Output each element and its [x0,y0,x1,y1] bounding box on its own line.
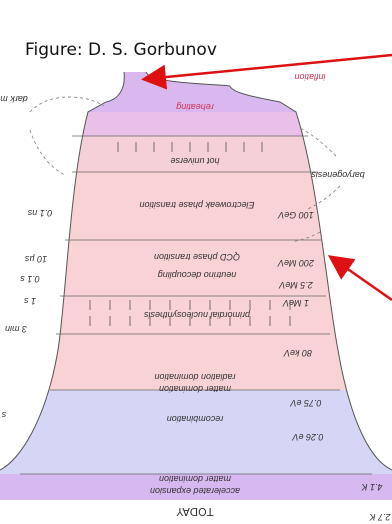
label-baryogenesis: baryogenesis [311,170,365,180]
label-t-1s: 1 s [24,296,37,306]
red-arrow-200mev [332,258,392,300]
label-e-200mev: 200 MeV [277,258,315,268]
label-e-27k: 2.7 K [368,512,391,522]
label-inflation: inflation [294,72,325,82]
label-hot-universe: hot universe [170,156,219,166]
label-accelerated-expansion: accelerated expansion [150,486,240,496]
label-bbn: primordial nucleosynthesis [143,310,251,320]
label-matter-domination-1: matter domination [159,384,231,394]
label-t-10us: 10 µs [24,254,47,264]
label-recombination: recombination [167,414,224,424]
label-neutrino-decoupling: neutrino decoupling [158,270,237,280]
label-t-01s: 0.1 s [20,274,40,284]
band-reheating [0,112,392,136]
label-matter-domination-2: matter domination [159,474,231,484]
left-labels: dark m 0.1 ns 10 µs 0.1 s 1 s 3 min s [0,94,52,420]
label-e-41k: 4.1 K [360,482,382,492]
label-inflation-bell: reheating [176,102,214,112]
label-ew-transition: Electroweak phase transition [139,200,254,210]
label-dark-matter: dark m [0,94,28,104]
dark-matter-arrow-bottom [30,130,66,176]
band-matter-era [0,390,392,474]
label-e-1mev: 1 MeV [282,298,309,308]
red-arrow-inflation [146,55,392,79]
label-t-3min: 3 min [5,324,27,334]
label-today: TODAY [176,505,214,518]
label-e-075ev: 0.75 eV [289,398,321,408]
label-qcd-transition: QCD phase transition [154,252,240,262]
label-e-80kev: 80 keV [283,348,312,358]
label-e-25mev: 2.5 MeV [278,280,314,290]
label-radiation-domination: radiation domination [154,372,235,382]
label-t-01ns: 0.1 ns [27,208,52,218]
label-e-100gev: 100 GeV [277,210,314,220]
label-t-s: s [1,410,6,420]
label-e-026ev: 0.26 eV [291,432,323,442]
